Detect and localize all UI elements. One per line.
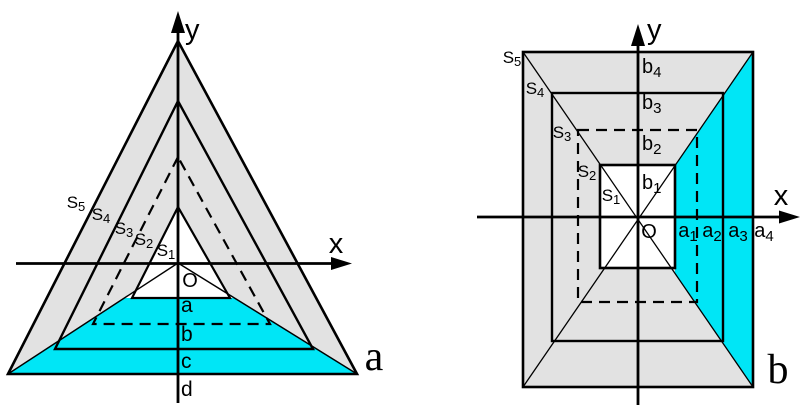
label-s3: S3: [115, 219, 134, 240]
label-a3: a3: [728, 220, 747, 245]
level-label-a: a: [181, 294, 193, 317]
triangle-outer: [5, 38, 360, 376]
triangle-second: [53, 98, 316, 351]
label-s4: S4: [92, 205, 111, 226]
level-label-d: d: [181, 378, 193, 401]
label-s5: S5: [67, 193, 86, 214]
x-axis-arrow-icon: [331, 257, 352, 270]
sector-line-left: [7, 262, 179, 375]
figure-b-caption: b: [768, 347, 789, 393]
origin-label: O: [182, 270, 198, 292]
figure-a-caption: a: [365, 334, 384, 380]
triangle-outer-fill: [8, 41, 357, 374]
label-s3: S3: [553, 123, 572, 144]
level-label-c: c: [181, 350, 192, 373]
label-a1: a1: [678, 220, 697, 245]
label-b3: b3: [642, 92, 661, 117]
figure-b: y x O S5 S4 S3 S2 S1 b4 b3 b2 b1 a1 a2 a…: [477, 14, 800, 405]
label-b4: b4: [642, 56, 661, 81]
label-s5: S5: [503, 48, 522, 69]
y-axis-arrow-icon: [631, 24, 645, 46]
origin-label: O: [641, 221, 657, 243]
label-s1: S1: [157, 241, 176, 262]
label-s2: S2: [135, 230, 154, 251]
x-axis-label: x: [774, 180, 789, 212]
figure-a: y x O S5 S4 S3 S2 S1 a b c d a: [5, 11, 384, 403]
right-sector-cyan-fill: [675, 52, 753, 387]
label-a2: a2: [702, 220, 721, 245]
y-axis-label: y: [185, 14, 200, 46]
y-axis-label: y: [647, 14, 662, 46]
label-b2: b2: [642, 133, 661, 158]
triangle-dashed: [91, 154, 272, 326]
triangle-inner: [130, 204, 232, 300]
x-axis-label: x: [329, 228, 344, 260]
triangle-inner-fill: [132, 207, 230, 298]
label-s1: S1: [602, 186, 621, 207]
y-axis-arrow-icon: [171, 11, 185, 33]
level-label-b: b: [181, 323, 193, 346]
label-b1: b1: [642, 172, 661, 197]
label-s2: S2: [578, 162, 597, 183]
label-s4: S4: [526, 79, 545, 100]
label-a4: a4: [754, 220, 773, 245]
x-axis-arrow-icon: [779, 210, 800, 224]
